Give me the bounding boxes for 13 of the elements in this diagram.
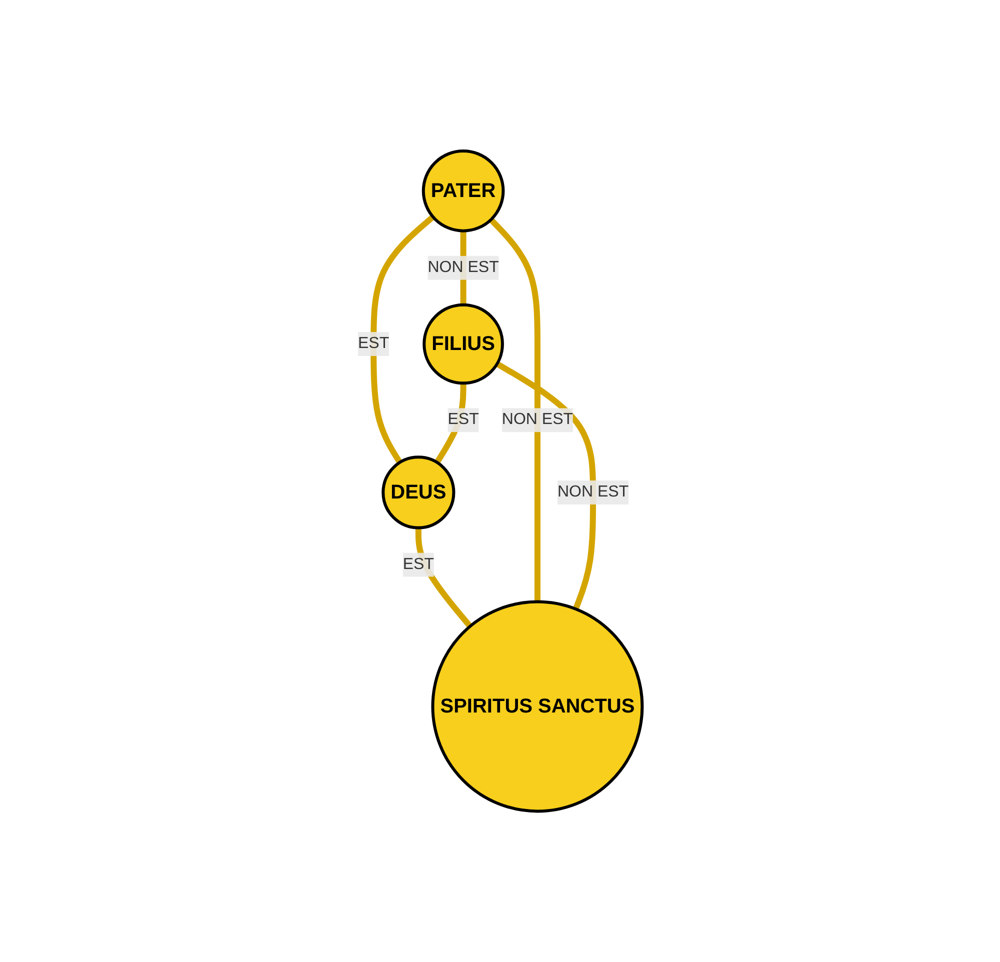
edge-label: EST bbox=[358, 334, 390, 352]
edge-label: NON EST bbox=[557, 483, 628, 500]
edge-label: EST bbox=[402, 556, 434, 573]
node-circle: FILIUS bbox=[422, 303, 504, 385]
edge-label: NON EST bbox=[428, 258, 499, 276]
node-circle: DEUS bbox=[382, 456, 456, 530]
connector bbox=[370, 214, 435, 464]
edge-label: NON EST bbox=[502, 411, 573, 428]
connector bbox=[495, 361, 596, 610]
node-circle: PATER bbox=[422, 149, 505, 232]
edge-label: EST bbox=[448, 411, 479, 428]
node-circle: SPIRITUS SANCTUS bbox=[431, 600, 644, 813]
connector bbox=[488, 217, 540, 602]
